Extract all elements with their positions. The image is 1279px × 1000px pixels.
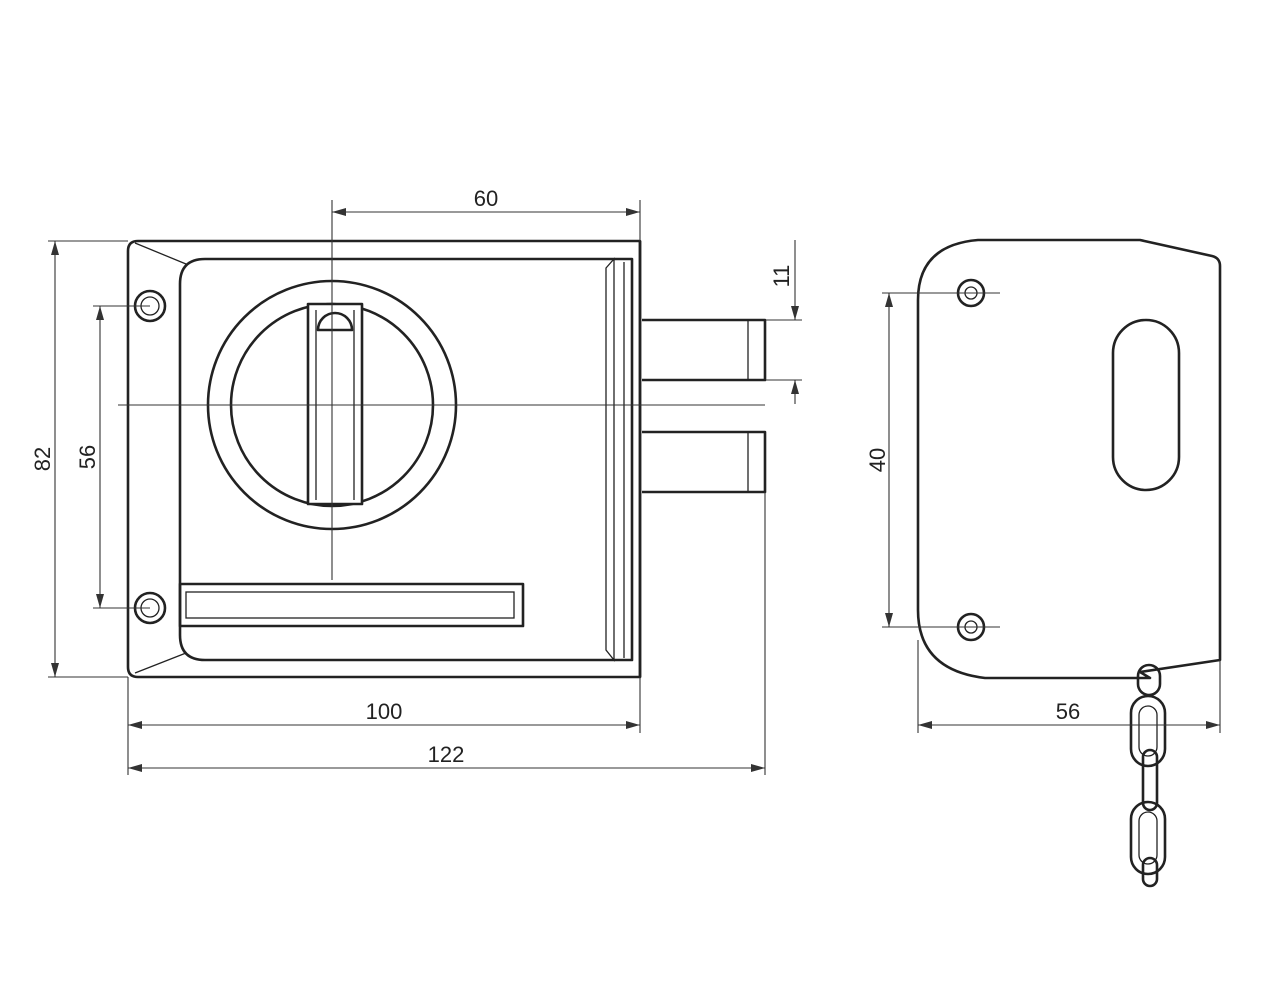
dim-label-100: 100: [366, 699, 403, 724]
dim-label-60: 60: [474, 186, 498, 211]
front-inner-plate: [178, 257, 634, 662]
bolt-upper: [642, 318, 767, 382]
dim-label-56-side: 56: [1056, 699, 1080, 724]
front-dimensions: 60 11 82 56 100 122: [30, 186, 802, 775]
chain-icon: [1129, 663, 1167, 888]
dim-label-122: 122: [428, 742, 465, 767]
side-body-outline: [916, 238, 1222, 680]
side-dimensions: 40 56: [865, 292, 1221, 733]
slide-bar: [178, 582, 525, 628]
dim-label-40: 40: [865, 448, 890, 472]
front-view: [118, 200, 767, 679]
dim-label-11: 11: [769, 265, 794, 288]
slide-bar-slot: [185, 591, 515, 619]
knob-indicator-icon: [316, 311, 354, 332]
front-case-outline: [126, 239, 642, 679]
side-view: [916, 238, 1222, 888]
dim-label-56-front: 56: [75, 445, 100, 469]
front-edge-strip: [605, 257, 615, 662]
bevel-line-bottom: [134, 652, 187, 674]
keyhole-slot: [1111, 318, 1181, 492]
bolt-lower: [642, 430, 767, 494]
dim-label-82: 82: [30, 447, 55, 471]
bevel-line-top: [134, 242, 187, 265]
knob-handle: [306, 302, 364, 506]
